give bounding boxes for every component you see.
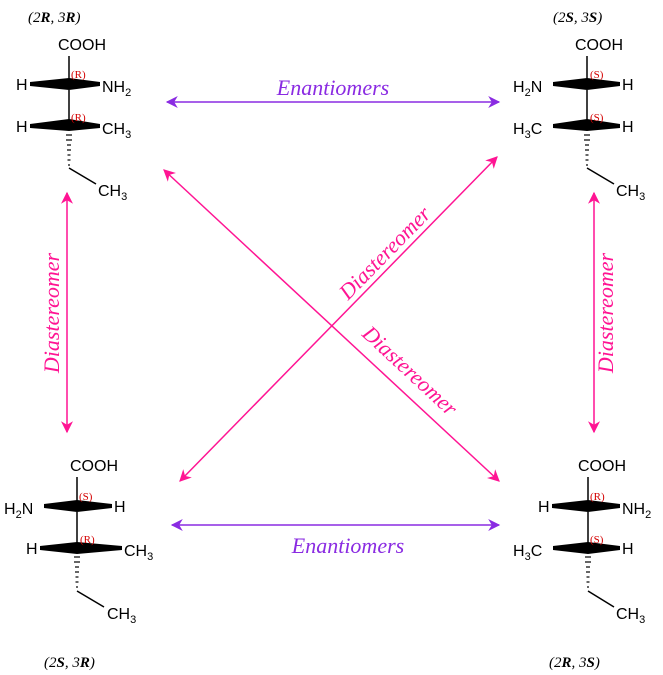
substituent-left: H bbox=[16, 77, 28, 94]
top-group-text: COOH bbox=[70, 458, 118, 475]
substituent-right: CH3 bbox=[102, 121, 131, 141]
top-group-text: COOH bbox=[575, 37, 623, 54]
config-label-top-right: (2S, 3S) bbox=[553, 10, 602, 26]
wedge-bond-right bbox=[588, 542, 620, 554]
molecule-bottom-right: COOH H NH2 (R) H3C H (S) CH3 (2R, 3S) bbox=[513, 458, 651, 671]
substituent-left: H2N bbox=[4, 501, 33, 521]
stereo-label-c2: (S) bbox=[79, 491, 93, 503]
substituent-right: H bbox=[622, 119, 634, 136]
config-label-top-left: (2R, 3R) bbox=[28, 10, 81, 26]
substituent-left: H bbox=[16, 119, 28, 136]
wedge-bond-right bbox=[69, 78, 100, 90]
wedge-bond-left bbox=[553, 119, 587, 131]
wedge-bond-right bbox=[77, 542, 122, 554]
substituent-right: H bbox=[622, 77, 634, 94]
top-group-text: COOH bbox=[58, 37, 106, 54]
ethyl-bond bbox=[68, 167, 97, 185]
config-label-bottom-right: (2R, 3S) bbox=[549, 655, 600, 671]
ethyl-bond bbox=[587, 590, 615, 608]
stereo-label-c2: (R) bbox=[71, 69, 86, 81]
substituent-left: H3C bbox=[513, 121, 542, 141]
substituent-right: H bbox=[114, 499, 126, 516]
wedge-bond-right bbox=[69, 119, 100, 131]
stereo-label-c3: (R) bbox=[71, 112, 86, 124]
enantiomers-label-top: Enantiomers bbox=[276, 75, 389, 100]
substituent-left: H bbox=[26, 541, 38, 558]
wedge-bond-right bbox=[588, 500, 620, 512]
wedge-bond-left bbox=[30, 119, 69, 131]
hashed-bond bbox=[585, 556, 591, 588]
top-group-text: COOH bbox=[578, 458, 626, 475]
wedge-bond-left bbox=[553, 78, 587, 90]
diastereomer-label-right: Diastereomer bbox=[593, 252, 618, 374]
enantiomers-label-bottom: Enantiomers bbox=[291, 533, 404, 558]
hashed-bond bbox=[74, 556, 80, 588]
wedge-bond-left bbox=[553, 542, 588, 554]
wedge-bond-left bbox=[40, 542, 77, 554]
diastereomer-label-diag-down: Diastereomer bbox=[357, 320, 463, 421]
stereo-label-c2: (R) bbox=[590, 491, 605, 503]
substituent-right: CH3 bbox=[124, 543, 153, 563]
diastereomer-arrow-diag-down bbox=[163, 169, 500, 482]
diastereomer-label-diag-up: Diastereomer bbox=[333, 201, 436, 305]
config-label-bottom-left: (2S, 3R) bbox=[44, 655, 95, 671]
diastereomer-label-left: Diastereomer bbox=[39, 252, 64, 374]
hashed-bond bbox=[584, 134, 590, 166]
wedge-bond-left bbox=[552, 500, 588, 512]
substituent-left: H2N bbox=[513, 79, 542, 99]
molecule-top-right: (2S, 3S) COOH H2N H (S) H3C H (S) CH3 bbox=[513, 10, 645, 203]
stereo-label-c3: (S) bbox=[590, 534, 604, 546]
substituent-right: NH2 bbox=[102, 79, 131, 99]
stereo-label-c3: (S) bbox=[590, 112, 604, 124]
wedge-bond-right bbox=[587, 119, 620, 131]
wedge-bond-right bbox=[587, 78, 620, 90]
substituent-left: H3C bbox=[513, 543, 542, 563]
ethyl-bond bbox=[76, 590, 105, 608]
ethyl-bond bbox=[586, 167, 615, 185]
bottom-group-text: CH3 bbox=[98, 183, 127, 203]
substituent-right: H bbox=[622, 541, 634, 558]
diastereomer-arrow-diag-up bbox=[179, 156, 498, 482]
hashed-bond bbox=[66, 134, 72, 166]
stereo-label-c3: (R) bbox=[80, 534, 95, 546]
substituent-right: NH2 bbox=[622, 501, 651, 521]
bottom-group-text: CH3 bbox=[107, 606, 136, 626]
molecule-bottom-left: COOH H2N H (S) H CH3 (R) CH3 (2S, 3R) bbox=[4, 458, 153, 671]
substituent-left: H bbox=[538, 499, 550, 516]
molecule-top-left: (2R, 3R) COOH H NH2 (R) H CH3 (R) CH3 bbox=[16, 10, 131, 203]
wedge-bond-left bbox=[30, 78, 69, 90]
wedge-bond-right bbox=[77, 500, 112, 512]
bottom-group-text: CH3 bbox=[616, 183, 645, 203]
bottom-group-text: CH3 bbox=[616, 606, 645, 626]
stereo-label-c2: (S) bbox=[590, 69, 604, 81]
wedge-bond-left bbox=[44, 500, 77, 512]
